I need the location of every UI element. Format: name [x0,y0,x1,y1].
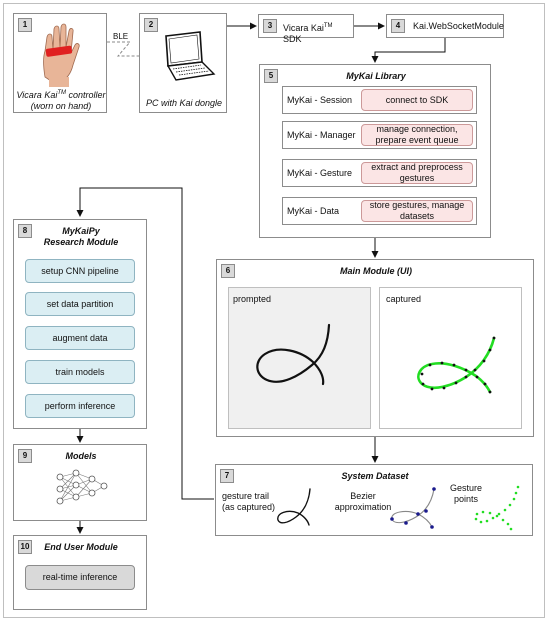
models-title: Models [65,451,97,461]
step-number: 8 [18,224,32,238]
step-number: 5 [264,69,278,83]
arrow-4-5 [371,38,446,63]
pc-caption: PC with Kai dongle [145,98,223,108]
row-name: MyKai - Manager [287,130,356,140]
box-websocket: 4 Kai.WebSocketModule [386,14,504,38]
research-step-5: perform inference [25,394,135,418]
ble-arrow [107,41,149,60]
library-title: MyKai Library [346,71,406,81]
row-data: MyKai - Data store gestures, manage data… [282,197,477,225]
real-time-inference-button: real-time inference [25,565,135,590]
row-manager: MyKai - Manager manage connection, prepa… [282,121,477,149]
sdk-label: Vicara KaiTM SDK [283,21,353,45]
prompted-panel: prompted [228,287,371,429]
research-step-1: setup CNN pipeline [25,259,135,283]
step-number: 1 [18,18,32,32]
research-step-4: train models [25,360,135,384]
box-pc: 2 PC with Kai dongle [139,13,227,113]
mykaipy-title-line1: MyKaiPy [62,226,100,236]
controller-suffix: controller [66,90,106,100]
sdk-suffix: SDK [283,34,302,44]
ble-label: BLE [113,32,129,41]
research-step-2: set data partition [25,292,135,316]
laptop-icon [165,31,216,81]
row-name: MyKai - Gesture [287,168,353,178]
trademark: TM [323,23,333,29]
trademark: TM [57,90,66,96]
arrow-7-8 [76,187,214,500]
row-session: MyKai - Session connect to SDK [282,86,477,114]
gesture-trail-label: gesture trail (as captured) [222,491,276,512]
research-step-3: augment data [25,326,135,350]
controller-name: Vicara Kai [16,90,58,100]
row-desc: store gestures, manage datasets [361,200,473,222]
sdk-name: Vicara Kai [283,23,324,33]
main-module-title: Main Module (UI) [340,266,412,276]
controller-note: (worn on hand) [30,101,92,111]
bezier-label: Bezier approximation [334,491,392,512]
step-number: 3 [263,19,277,33]
step-number: 6 [221,264,235,278]
mykaipy-title-line2: Research Module [43,237,119,247]
box-models: 9 Models [13,444,147,521]
step-number: 2 [144,18,158,32]
end-user-title: End User Module [44,542,118,552]
dataset-samples-drawing [277,485,520,531]
controller-label: Vicara KaiTM controller (worn on hand) [14,88,108,112]
captured-label: captured [386,294,422,304]
row-name: MyKai - Session [287,95,353,105]
step-number: 10 [18,540,32,554]
gesture-points-label: Gesture points [449,483,482,504]
step-number: 9 [18,449,32,463]
captured-panel: captured [379,287,522,429]
row-desc: manage connection, prepare event queue [361,124,473,146]
step-number: 4 [391,19,405,33]
websocket-label: Kai.WebSocketModule [413,21,504,31]
box-controller: 1 Vicara KaiTM controller (worn on hand) [13,13,107,113]
row-desc: extract and preprocess gestures [361,162,473,184]
hand-controller-icon [43,23,80,87]
box-system-dataset: 7 System Dataset gesture trail (as captu… [215,464,533,536]
neural-network-icon [56,469,108,505]
row-gesture: MyKai - Gesture extract and preprocess g… [282,159,477,187]
box-sdk: 3 Vicara KaiTM SDK [258,14,354,44]
prompted-label: prompted [233,294,272,304]
dataset-title: System Dataset [341,471,409,481]
prompted-gesture-drawing [256,323,331,386]
diagram-frame [3,3,545,618]
step-number: 7 [220,469,234,483]
row-desc: connect to SDK [361,89,473,111]
row-name: MyKai - Data [287,206,340,216]
captured-gesture-drawing [417,336,496,394]
mykaipy-title: MyKaiPy Research Module [14,226,148,248]
